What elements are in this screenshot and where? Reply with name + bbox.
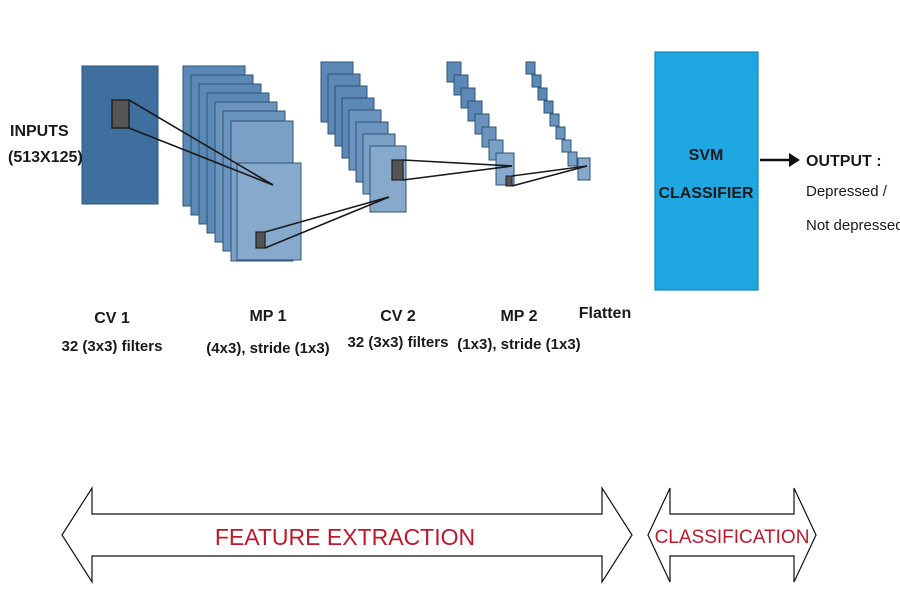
mp1-feature-maps (182, 65, 302, 262)
classification-arrow (647, 487, 817, 583)
flatten-name: Flatten (579, 305, 631, 322)
feature-extraction-label: FEATURE EXTRACTION (215, 524, 475, 550)
input-kernel (111, 99, 130, 129)
flatten-stack (525, 61, 591, 181)
mp1-detail: (4x3), stride (1x3) (206, 340, 329, 357)
svm-classifier-block (654, 51, 759, 291)
cv2-name: CV 2 (380, 308, 416, 325)
cv2-detail: 32 (3x3) filters (348, 334, 449, 351)
svm-label-line1: SVM (689, 147, 724, 164)
input-label-line2: (513X125) (8, 149, 83, 166)
mp2-feature-maps (446, 61, 515, 187)
output-arrowhead (789, 153, 800, 167)
input-label-line1: INPUTS (10, 123, 69, 140)
connector-lines (128, 99, 588, 249)
cv1-name: CV 1 (94, 310, 130, 327)
mp2-detail: (1x3), stride (1x3) (457, 336, 580, 353)
feature-extraction-arrow (61, 485, 633, 585)
svm-label-line2: CLASSIFIER (658, 185, 754, 202)
cv2-feature-maps (320, 61, 407, 213)
cv1-detail: 32 (3x3) filters (62, 338, 163, 355)
output-line1: Depressed / (806, 183, 888, 200)
mp2-name: MP 2 (500, 308, 537, 325)
classification-label: CLASSIFICATION (655, 527, 810, 548)
output-title: OUTPUT : (806, 153, 882, 170)
mp1-name: MP 1 (249, 308, 286, 325)
output-line2: Not depressed (806, 217, 900, 234)
